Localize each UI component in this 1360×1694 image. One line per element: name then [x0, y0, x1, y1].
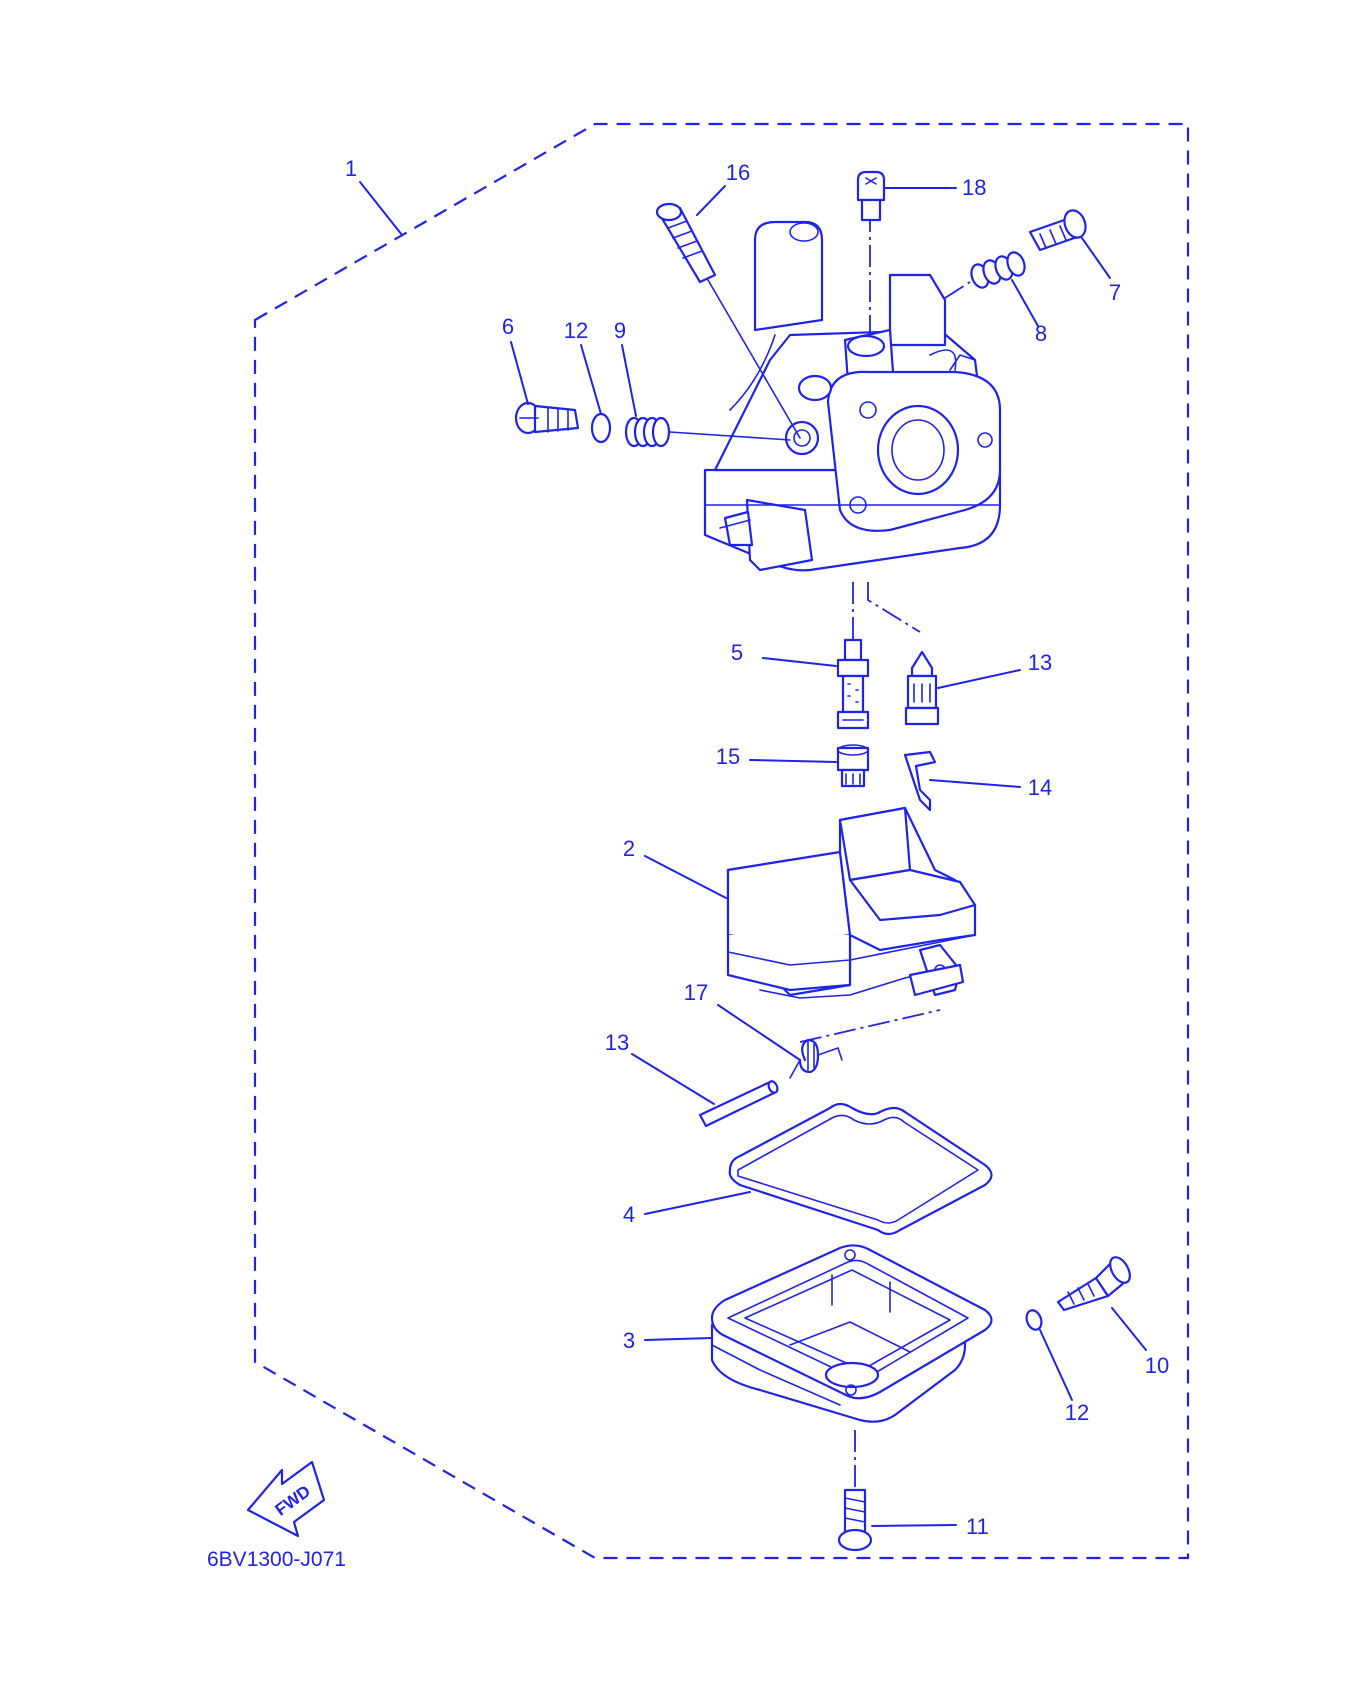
callout-18: 17 [684, 980, 708, 1005]
spring-18 [789, 1038, 843, 1079]
float-2 [726, 806, 977, 999]
callout-17: 16 [726, 160, 750, 185]
callout-16: 15 [716, 744, 740, 769]
clip-15 [903, 750, 937, 812]
callout-13: 13 [1028, 650, 1052, 675]
pilot-screw-17 [655, 202, 801, 439]
callout-4: 4 [623, 1202, 635, 1227]
callout-15: 14 [1028, 775, 1052, 800]
callout-11: 11 [966, 1514, 989, 1539]
needle-valve-13 [904, 650, 940, 726]
screw-7 [1028, 209, 1087, 252]
spring-9 [624, 416, 791, 448]
callout-8: 8 [1035, 321, 1047, 346]
leader-lines [359, 181, 1147, 1527]
callout-14: 13 [605, 1030, 629, 1055]
callout-labels: 1 16 18 7 8 6 12 9 5 13 15 14 2 17 13 4 … [345, 156, 1169, 1539]
float-bowl-3 [710, 1244, 993, 1423]
callout-7: 7 [1109, 280, 1121, 305]
callout-1: 1 [345, 156, 357, 181]
screw-19 [856, 170, 886, 222]
float-pin-14 [698, 1080, 779, 1128]
fwd-arrow-icon: FWD [246, 1460, 326, 1538]
callout-6: 6 [502, 314, 514, 339]
spring-8 [944, 251, 1026, 299]
callout-10: 10 [1145, 1353, 1169, 1378]
callout-12-lower: 12 [1065, 1400, 1089, 1425]
drawing-code: 6BV1300-J071 [207, 1548, 346, 1571]
screw-11 [837, 1488, 873, 1552]
main-jet-16 [836, 744, 870, 788]
callout-5: 5 [731, 640, 743, 665]
carburetor-body [703, 220, 1002, 572]
callout-19: 18 [962, 175, 986, 200]
main-nozzle-5 [836, 638, 870, 730]
gasket-4 [728, 1102, 993, 1236]
callout-12-upper: 12 [564, 318, 588, 343]
assembly-boundary [253, 122, 1190, 1560]
o-ring-12-upper [590, 412, 612, 444]
drain-screw-10 [1056, 1256, 1131, 1312]
o-ring-12-lower [1025, 1309, 1043, 1331]
callout-9: 9 [614, 318, 626, 343]
screw-6 [514, 401, 580, 435]
callout-3: 3 [623, 1328, 635, 1353]
callout-2: 2 [623, 836, 635, 861]
